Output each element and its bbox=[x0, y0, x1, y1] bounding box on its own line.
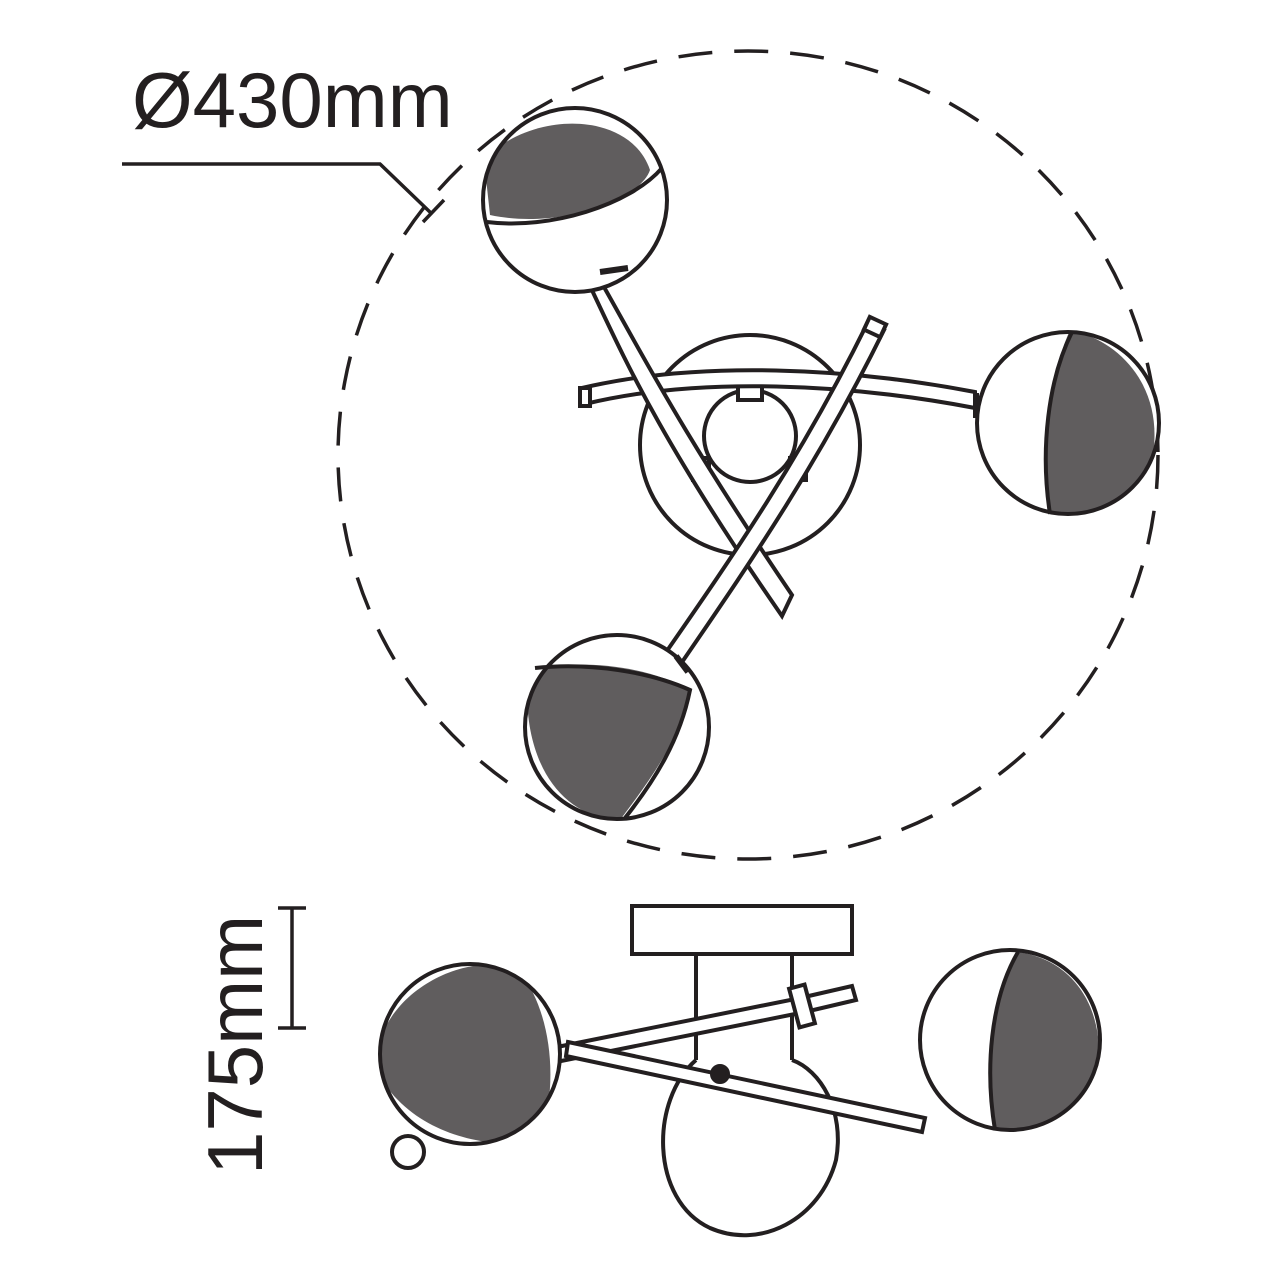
height-label: 175mm bbox=[191, 915, 279, 1175]
globe-top-left bbox=[481, 106, 669, 294]
globe-bottom bbox=[523, 633, 711, 821]
arm-top-left bbox=[587, 277, 795, 620]
globe-right bbox=[973, 330, 1161, 516]
side-arm-right bbox=[563, 1039, 928, 1135]
side-clip bbox=[786, 982, 818, 1030]
diameter-dashed-circle bbox=[336, 49, 1160, 861]
side-arm-joint bbox=[710, 1064, 730, 1084]
side-ceiling-plate bbox=[630, 904, 854, 956]
side-globe-right bbox=[918, 948, 1102, 1132]
side-view bbox=[278, 904, 1102, 1238]
arm-end-cap-top bbox=[861, 314, 889, 340]
diameter-leader-line bbox=[122, 162, 434, 216]
side-globe-left bbox=[378, 962, 562, 1170]
arm-end-cap-left bbox=[578, 386, 592, 408]
diameter-label: Ø430mm bbox=[132, 56, 453, 144]
diameter-leader-tick bbox=[421, 198, 446, 224]
top-view bbox=[122, 49, 1161, 861]
center-hub bbox=[702, 388, 798, 484]
